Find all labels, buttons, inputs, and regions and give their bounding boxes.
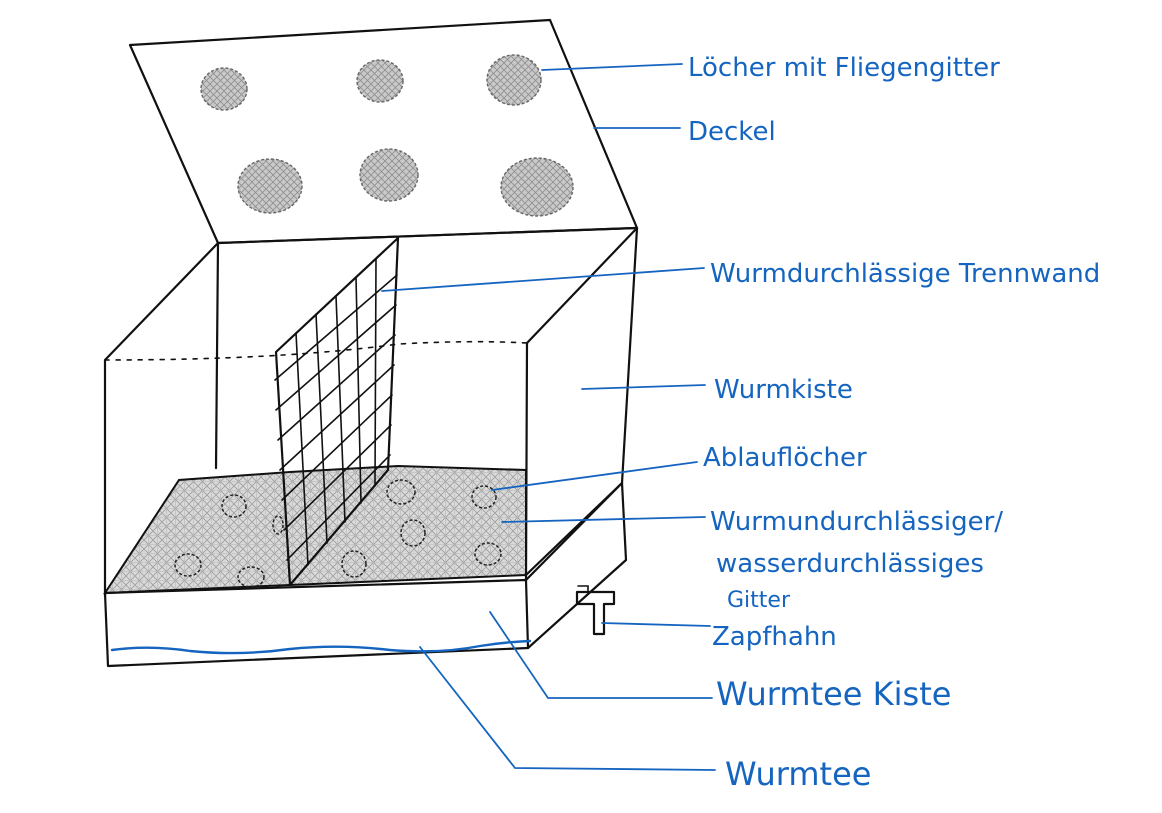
worm-box-right-top [525,226,639,345]
worm-box [103,226,639,598]
leader-zapfhahn [601,622,711,627]
drain-hole [221,494,247,518]
drain-hole [386,479,416,505]
leader-lines [381,63,716,771]
leader-wurmtee [419,646,716,771]
label-wurmtee: Wurmtee [725,755,871,793]
leader-trennwand [381,267,705,292]
label-zapfhahn: Zapfhahn [712,622,837,652]
leader-loecher [541,63,683,71]
mesh-floor [103,464,527,595]
label-gitter-line3: Gitter [727,588,791,613]
drain-hole [471,485,497,509]
divider-outline [274,236,400,587]
worm-box-back-edge [216,226,639,245]
mesh-hole [237,158,303,214]
leader-ablaufloecher [491,461,698,491]
label-trennwand: Wurmdurchlässige Trennwand [710,259,1100,289]
worm-box-back-right [620,226,639,485]
drain-hole [400,519,426,547]
divider-grid-lines [274,258,398,566]
label-gitter-line1: Wurmundurchlässiger/ [710,507,1003,537]
label-wurmtee-kiste: Wurmtee Kiste [716,675,951,713]
drain-holes [174,479,502,588]
worm-box-back-left [214,241,220,470]
drain-hole [474,542,502,566]
mesh-hole [359,148,419,202]
mesh-hole [200,67,248,111]
leader-gitter [501,516,706,523]
front-rim-dotted [104,340,528,361]
label-deckel: Deckel [688,117,776,147]
lid-outline [128,18,639,245]
tap-knob [577,585,589,593]
mesh-hole [500,157,574,217]
divider-grid [274,236,400,587]
leader-wurmkiste [581,384,706,390]
mesh-hole [356,59,404,103]
drain-hole [272,515,284,535]
drain-hole [237,566,265,588]
lid-mesh-holes [200,54,574,217]
lid [128,18,639,245]
label-wurmkiste: Wurmkiste [714,375,853,405]
tea-box-front [103,578,530,668]
worm-tea-waterline [110,639,532,655]
label-ablaufloecher: Ablauflöcher [703,443,867,473]
tap-body [575,590,616,636]
label-loecher-fliegengitter: Löcher mit Fliegengitter [688,53,1000,83]
leader-wurmtee-kiste [489,611,713,699]
mesh-hole [486,54,542,106]
labels: Löcher mit Fliegengitter Deckel Wurmdurc… [688,53,1100,793]
drain-hole [174,553,202,577]
tap [575,585,616,636]
label-gitter-line2: wasserdurchlässiges [716,549,984,579]
drain-hole [341,550,367,578]
